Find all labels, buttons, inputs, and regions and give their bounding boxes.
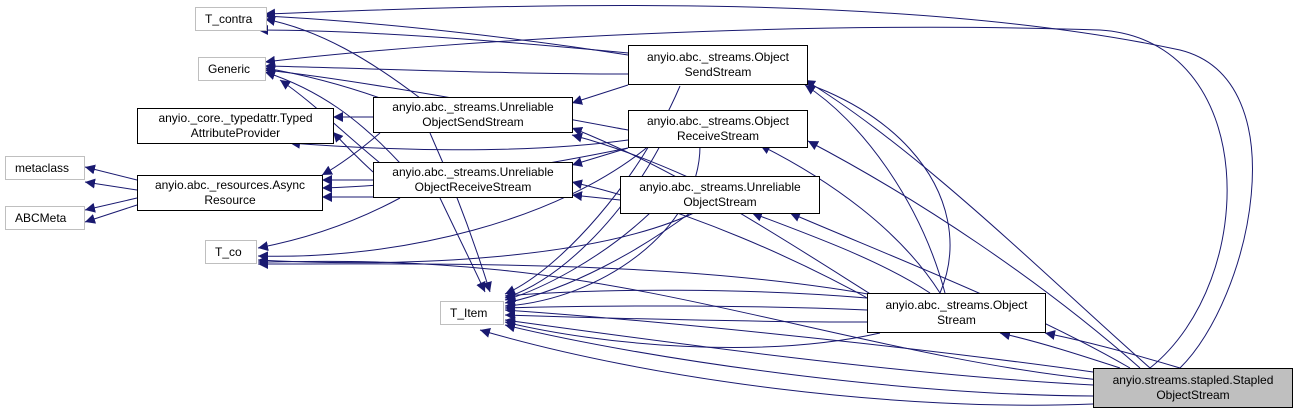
node-object-receive-stream[interactable]: anyio.abc._streams.Object ReceiveStream	[628, 110, 808, 148]
edge-stapled-to-t-item-2	[504, 316, 1094, 386]
edge-object-stream-to-object-send	[804, 84, 946, 294]
node-metaclass[interactable]: metaclass	[5, 156, 85, 180]
edge-unreliable-object-to-t-item-2	[504, 212, 651, 303]
edge-object-send-to-unreliable-send	[571, 84, 629, 105]
edge-async-to-abcmeta	[84, 197, 138, 213]
node-generic[interactable]: Generic	[198, 57, 266, 81]
edge-stapled-to-object-send	[804, 79, 1151, 369]
edge-stapled-to-object-stream-2	[1044, 330, 1181, 369]
edge-unreliable-send-to-generic	[264, 64, 381, 99]
edge-object-stream-to-t-item-1	[504, 289, 868, 301]
edge-unreliable-receive-to-typed	[332, 131, 374, 173]
edge-object-stream-to-t-co	[257, 258, 901, 301]
edge-stapled-to-object-receive	[807, 140, 1141, 369]
edge-async-to-metaclass-2	[84, 178, 138, 191]
edge-stapled-to-t-item-4	[479, 328, 1094, 406]
node-t-co[interactable]: T_co	[205, 240, 257, 264]
edge-object-stream-to-t-item-4	[504, 319, 881, 348]
edge-object-send-to-generic	[264, 61, 629, 75]
node-t-contra[interactable]: T_contra	[195, 7, 267, 31]
edge-stapled-to-t-item-3	[504, 322, 1094, 397]
edge-stapled-to-t-contra	[264, 4, 1253, 369]
edge-object-stream-to-unreliable-object	[751, 211, 931, 294]
node-unreliable-object-stream[interactable]: anyio.abc._streams.Unreliable ObjectStre…	[620, 176, 820, 214]
edge-unreliable-receive-to-t-item	[439, 197, 486, 293]
edge-stapled-to-unreliable-object	[789, 212, 1131, 369]
edge-object-receive-to-unreliable-receive	[571, 147, 629, 167]
edge-unreliable-object-to-t-co	[257, 209, 701, 266]
edge-unreliable-send-to-t-contra	[264, 16, 421, 99]
edge-unreliable-send-to-t-item	[429, 132, 492, 293]
edge-object-stream-to-object-receive	[759, 144, 941, 294]
edge-object-receive-to-typed	[289, 138, 629, 151]
edge-object-stream-to-unreliable-send	[571, 126, 881, 301]
edge-object-send-to-t-contra	[264, 11, 629, 56]
node-unreliable-object-send-stream[interactable]: anyio.abc._streams.Unreliable ObjectSend…	[373, 97, 573, 133]
edge-async-to-metaclass	[84, 164, 138, 181]
edge-unreliable-object-to-t-item	[504, 212, 691, 306]
node-async-resource[interactable]: anyio.abc._resources.Async Resource	[137, 175, 323, 211]
node-object-send-stream[interactable]: anyio.abc._streams.Object SendStream	[628, 45, 808, 85]
edge-object-receive-to-t-co	[257, 144, 651, 262]
edge-unreliable-send-to-async	[321, 132, 381, 176]
node-typed-attribute-provider[interactable]: anyio._core._typedattr.Typed AttributePr…	[137, 108, 334, 144]
edge-async-to-abcmeta-2	[84, 204, 138, 224]
edge-stapled-to-t-co	[257, 256, 1101, 381]
node-object-stream[interactable]: anyio.abc._streams.Object Stream	[867, 293, 1046, 333]
edge-object-stream-to-unreliable-receive	[571, 179, 881, 306]
edge-object-stream-to-t-item-2	[504, 302, 868, 313]
edge-stapled-to-object-stream	[999, 330, 1121, 369]
edge-stapled-to-generic	[264, 26, 1228, 369]
node-t-item[interactable]: T_Item	[440, 301, 504, 325]
edge-stapled-to-t-item-1	[504, 305, 1094, 373]
node-stapled-object-stream[interactable]: anyio.streams.stapled.Stapled ObjectStre…	[1093, 368, 1293, 408]
edge-unreliable-object-to-unreliable-receive	[571, 191, 621, 202]
edge-object-stream-to-t-item-3	[504, 310, 868, 323]
edge-object-receive-to-t-item	[504, 145, 661, 300]
node-abcmeta[interactable]: ABCMeta	[5, 206, 85, 230]
edge-unreliable-receive-to-t-co	[257, 197, 401, 252]
edge-object-receive-to-generic	[264, 66, 629, 131]
node-unreliable-object-receive-stream[interactable]: anyio.abc._streams.Unreliable ObjectRece…	[373, 162, 573, 198]
